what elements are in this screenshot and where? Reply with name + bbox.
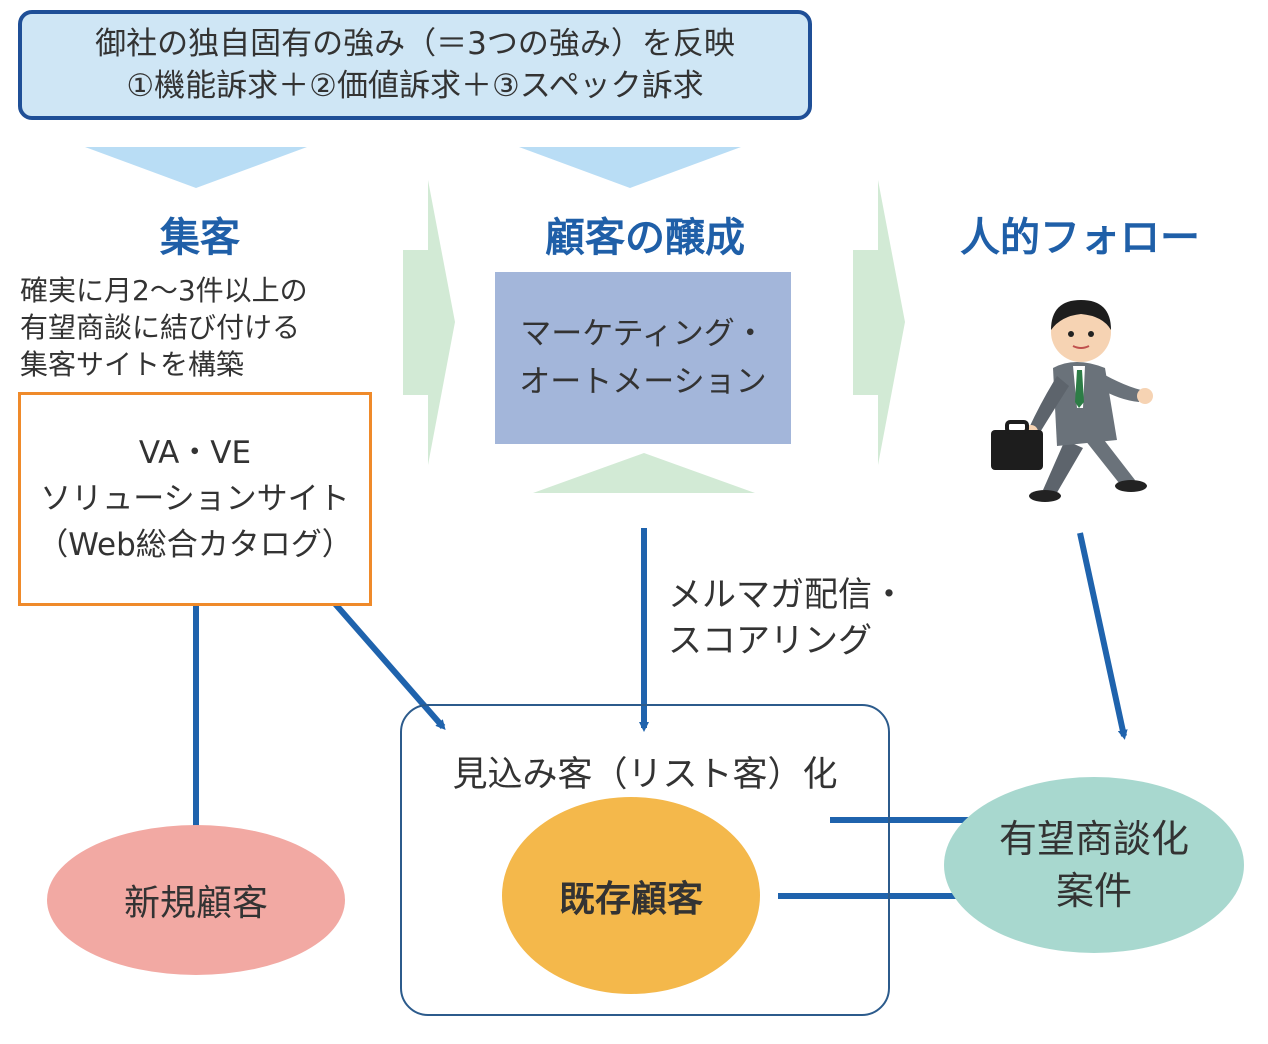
down-chevron-left [85, 147, 307, 188]
acquisition-description: 確実に月2～3件以上の 有望商談に結び付ける 集客サイトを構築 [20, 272, 400, 383]
existing-customer-ellipse: 既存顧客 [502, 797, 760, 994]
stage-heading-acquisition: 集客 [160, 215, 240, 261]
new-customer-ellipse: 新規顧客 [47, 825, 345, 975]
site-box-line-1: VA・VE [138, 435, 252, 471]
businessman-walking-icon [991, 300, 1153, 502]
arrow-person-to-deal [1077, 532, 1128, 740]
stage-heading-nurturing: 顧客の醸成 [545, 215, 745, 261]
mail-label-line-2: スコアリング [668, 621, 872, 661]
prospect-label: 見込み客（リスト客）化 [452, 755, 838, 795]
mail-label-line-1: メルマガ配信・ [668, 575, 906, 615]
acquisition-desc-line-2: 有望商談に結び付ける [20, 311, 301, 344]
ma-box-line-2: オートメーション [519, 364, 767, 400]
marketing-automation-box: マーケティング・ オートメーション [495, 272, 791, 444]
site-box-line-2: ソリューションサイト [40, 481, 350, 517]
promising-deal-ellipse: 有望商談化 案件 [944, 777, 1244, 953]
deal-line-1: 有望商談化 [998, 817, 1189, 861]
prospect-container [400, 704, 890, 1016]
existing-customer-label: 既存顧客 [558, 878, 703, 920]
banner-line-1: 御社の独自固有の強み（＝3つの強み）を反映 [95, 26, 735, 62]
ma-box-line-1: マーケティング・ [520, 316, 766, 352]
new-customer-label: 新規顧客 [123, 883, 268, 924]
up-chevron-center [533, 453, 755, 493]
site-box-line-3: （Web総合カタログ） [37, 527, 353, 563]
solution-site-box: VA・VE ソリューションサイト （Web総合カタログ） [18, 392, 372, 606]
right-chevron-1 [403, 180, 455, 465]
down-chevron-center [519, 147, 741, 188]
banner-line-2: ①機能訴求＋②価値訴求＋③スペック訴求 [126, 68, 704, 104]
strengths-banner: 御社の独自固有の強み（＝3つの強み）を反映 ①機能訴求＋②価値訴求＋③スペック訴… [18, 10, 812, 120]
stage-heading-follow: 人的フォロー [960, 215, 1200, 261]
right-chevron-2 [853, 180, 905, 465]
acquisition-desc-line-1: 確実に月2～3件以上の [20, 274, 308, 307]
acquisition-desc-line-3: 集客サイトを構築 [20, 348, 245, 381]
deal-line-2: 案件 [1055, 869, 1132, 913]
mail-scoring-label: メルマガ配信・ スコアリング [668, 572, 988, 664]
